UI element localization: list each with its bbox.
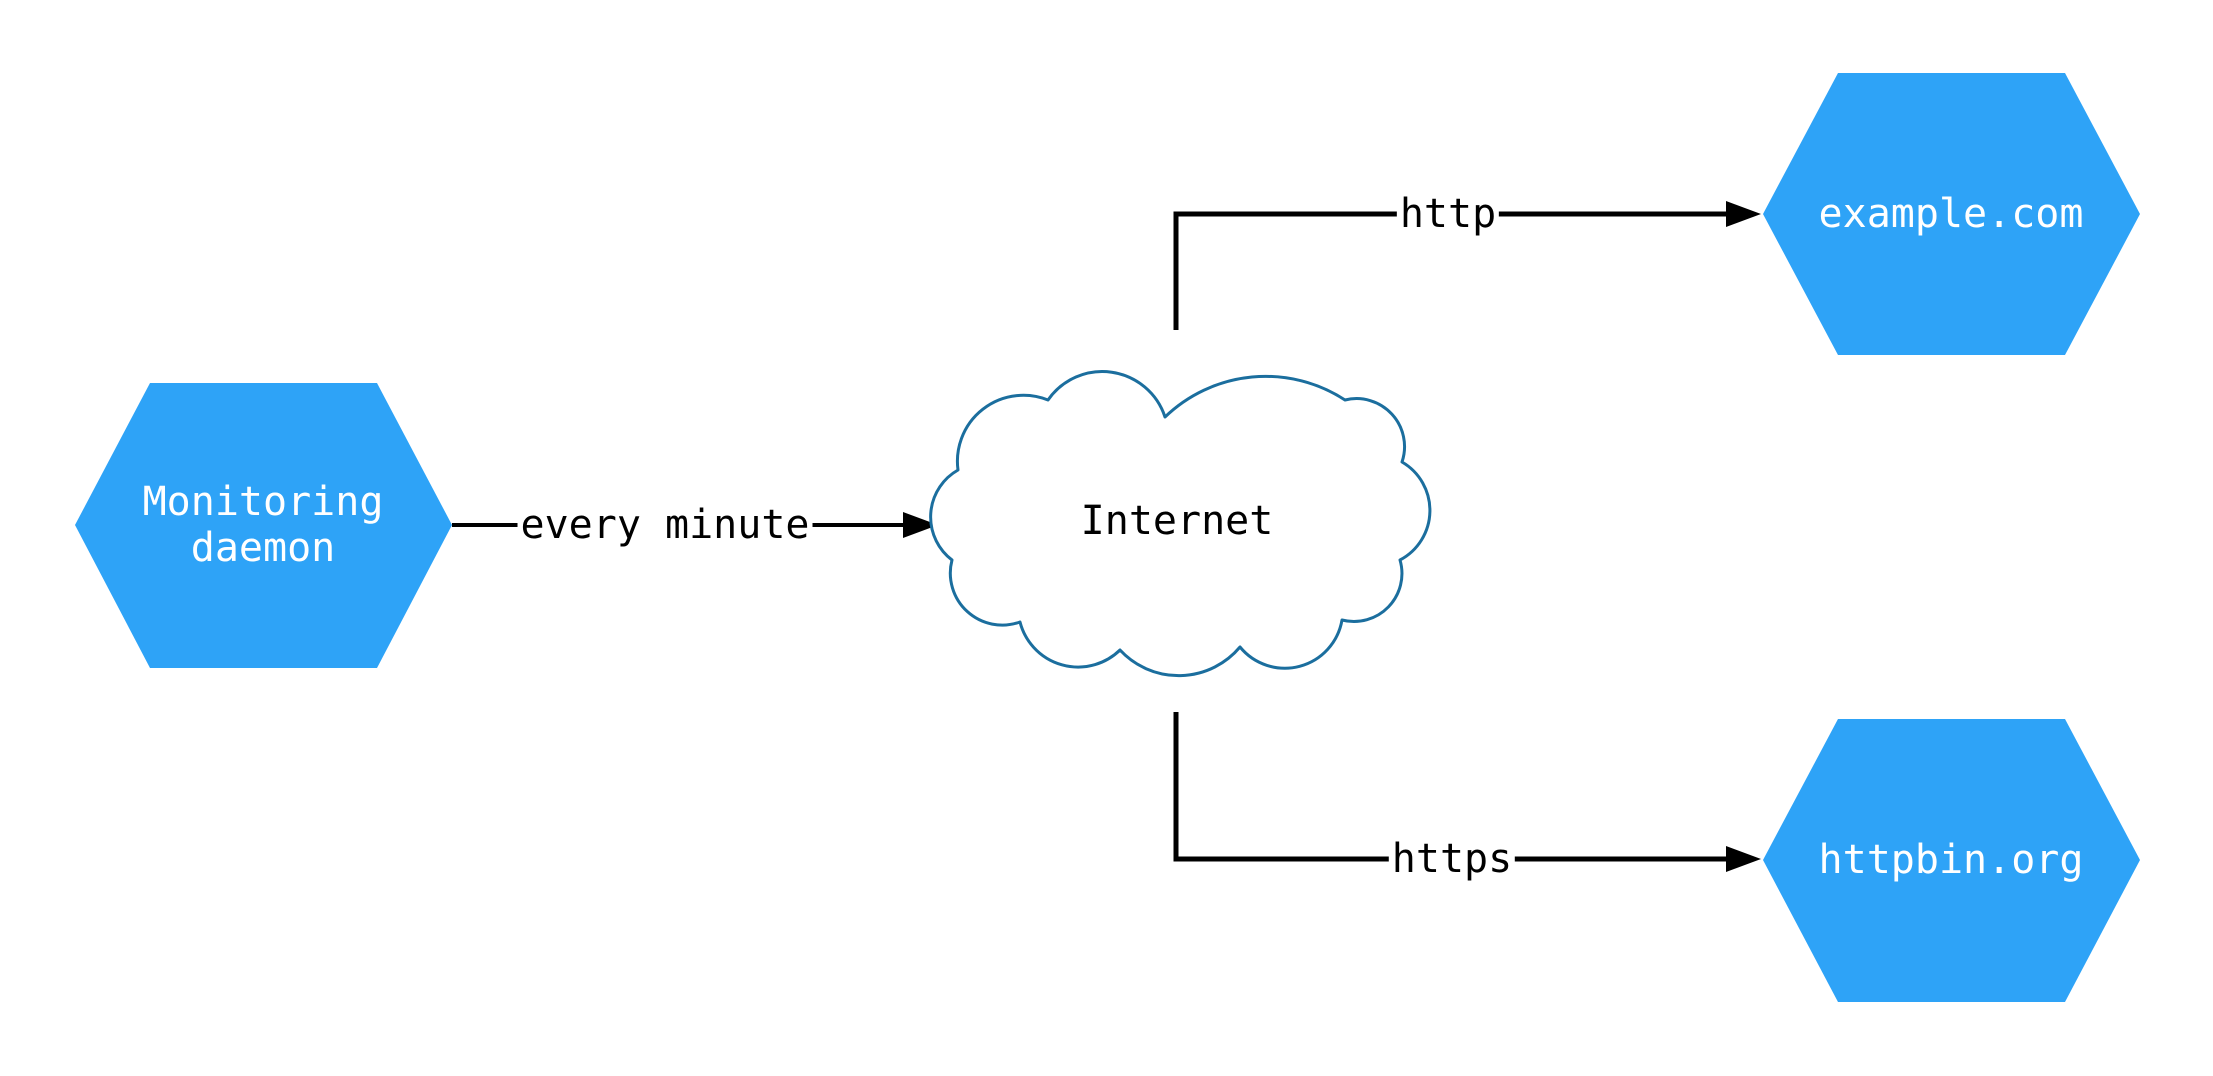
edge-https-line bbox=[1173, 712, 1730, 862]
edge-https-arrowhead-icon bbox=[1726, 846, 1761, 872]
internet-label: Internet bbox=[1080, 498, 1274, 544]
edge-http-line bbox=[1173, 211, 1730, 330]
internet-cloud bbox=[929, 370, 1432, 678]
monitoring-daemon-hexagon bbox=[75, 383, 452, 668]
edge-http-arrowhead-icon bbox=[1726, 201, 1761, 227]
edge-every-minute-arrowhead-icon bbox=[903, 512, 938, 538]
httpbin-org-label: httpbin.org bbox=[1818, 837, 2084, 883]
edge-https-label: https bbox=[1388, 837, 1516, 881]
example-com-label: example.com bbox=[1818, 191, 2084, 237]
httpbin-org-hexagon bbox=[1763, 719, 2140, 1002]
edge-http-label: http bbox=[1396, 192, 1500, 236]
example-com-hexagon bbox=[1763, 73, 2140, 355]
monitoring-daemon-label: Monitoring daemon bbox=[142, 479, 408, 571]
edge-every-minute-label: every minute bbox=[517, 503, 813, 547]
